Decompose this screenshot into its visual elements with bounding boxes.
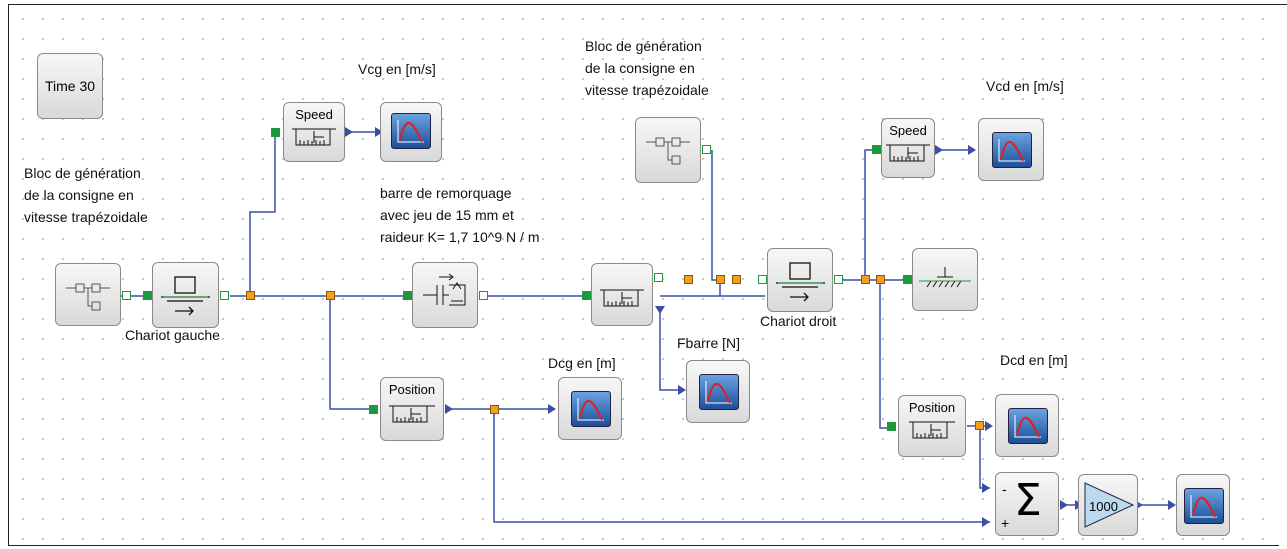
chariot-gauche-label: Chariot gauche xyxy=(125,327,220,343)
gain-value: 1000 xyxy=(1089,499,1118,514)
speed-left-block[interactable]: Speed xyxy=(283,102,345,162)
sum-plus-sign: + xyxy=(1001,515,1010,531)
split-point[interactable] xyxy=(246,291,255,300)
force-sensor-in[interactable] xyxy=(582,291,591,300)
position-right-in[interactable] xyxy=(887,422,896,431)
split-point[interactable] xyxy=(716,275,725,284)
barre-block[interactable] xyxy=(412,262,478,328)
speed-left-in[interactable] xyxy=(271,128,280,137)
clock-block[interactable]: Time 30 xyxy=(37,53,103,119)
scope-fbarre-block[interactable] xyxy=(686,360,750,423)
sensor-icon xyxy=(389,405,435,423)
position-left-in[interactable] xyxy=(369,405,378,414)
sensor-icon xyxy=(886,144,930,162)
chariot-gauche-block[interactable] xyxy=(152,262,219,328)
chariot-gauche-in[interactable] xyxy=(143,291,152,300)
barre-in[interactable] xyxy=(403,291,412,300)
scope-diff-block[interactable] xyxy=(1176,474,1230,536)
split-point[interactable] xyxy=(975,421,984,430)
cart-icon xyxy=(776,262,825,302)
consigne-left-out[interactable] xyxy=(122,291,131,300)
link-to-speed-left xyxy=(249,132,276,296)
split-point[interactable] xyxy=(490,405,499,414)
scope-dcg-block[interactable] xyxy=(558,377,622,440)
scope-icon xyxy=(699,374,739,410)
position-left-title: Position xyxy=(388,382,436,397)
scope-dcd-block[interactable] xyxy=(995,394,1059,457)
superblock-icon xyxy=(646,137,690,165)
link-to-speed-right xyxy=(864,149,875,280)
scope-icon xyxy=(992,132,1032,168)
ground-in[interactable] xyxy=(903,275,912,284)
consigne-left-block[interactable] xyxy=(55,263,121,326)
chariot-droit-label: Chariot droit xyxy=(760,313,837,329)
consigne-right-block[interactable] xyxy=(635,117,701,183)
scope-vcg-block[interactable] xyxy=(380,102,442,162)
sum-block[interactable]: Σ - + xyxy=(995,472,1059,536)
vcg-label: Vcg en [m/s] xyxy=(358,61,436,77)
sum-symbol: Σ xyxy=(1014,475,1042,526)
cart-icon xyxy=(161,276,210,316)
speed-right-title: Speed xyxy=(889,123,927,138)
link-fbarre-to-scope xyxy=(659,310,678,391)
link-dcg-to-sum xyxy=(493,409,990,523)
position-left-block[interactable]: Position xyxy=(380,377,444,441)
chariot-droit-block[interactable] xyxy=(767,248,833,312)
consigne-left-label: Bloc de génération de la consigne en vit… xyxy=(24,165,148,225)
fbarre-label: Fbarre [N] xyxy=(677,335,741,351)
chariot-gauche-out[interactable] xyxy=(220,291,229,300)
scope-icon xyxy=(1184,488,1224,524)
force-sensor-out[interactable] xyxy=(654,273,663,282)
ground-icon xyxy=(919,267,971,288)
dcg-label: Dcg en [m] xyxy=(548,355,616,371)
chariot-droit-in[interactable] xyxy=(758,275,767,284)
position-right-title: Position xyxy=(908,400,956,415)
split-point[interactable] xyxy=(732,275,741,284)
sensor-icon xyxy=(909,421,955,439)
vcd-label: Vcd en [m/s] xyxy=(986,78,1064,94)
force-sensor-block[interactable] xyxy=(591,263,653,326)
split-point[interactable] xyxy=(684,275,693,284)
sensor-icon xyxy=(292,128,336,146)
scope-icon xyxy=(391,113,431,149)
scope-icon xyxy=(571,391,611,427)
link-to-position-left xyxy=(329,296,370,410)
spring-gap-icon xyxy=(423,273,466,306)
gain-triangle-icon xyxy=(1084,482,1135,528)
clock-label: Time 30 xyxy=(44,78,96,94)
scope-icon xyxy=(1008,408,1048,444)
split-point[interactable] xyxy=(876,275,885,284)
ground-block[interactable] xyxy=(912,248,978,311)
gain-block[interactable]: 1000 xyxy=(1078,474,1138,536)
split-point[interactable] xyxy=(326,291,335,300)
barre-out[interactable] xyxy=(479,291,488,300)
link-to-position-right xyxy=(879,280,888,429)
chariot-droit-out[interactable] xyxy=(834,275,843,284)
speed-right-in[interactable] xyxy=(872,145,881,154)
frame-top-edge xyxy=(1240,4,1287,5)
position-right-block[interactable]: Position xyxy=(898,395,966,457)
consigne-right-label: Bloc de génération de la consigne en vit… xyxy=(585,38,709,98)
sensor-icon xyxy=(600,289,644,307)
split-point[interactable] xyxy=(861,275,870,284)
sum-minus-sign: - xyxy=(1002,481,1007,497)
scope-vcd-block[interactable] xyxy=(978,118,1044,181)
barre-label: barre de remorquage avec jeu de 15 mm et… xyxy=(380,185,540,245)
speed-left-title: Speed xyxy=(295,107,333,122)
superblock-icon xyxy=(66,283,110,311)
consigne-right-out[interactable] xyxy=(702,145,711,154)
dcd-label: Dcd en [m] xyxy=(1000,352,1068,368)
speed-right-block[interactable]: Speed xyxy=(881,118,935,178)
link-dcd-to-sum xyxy=(979,426,990,489)
